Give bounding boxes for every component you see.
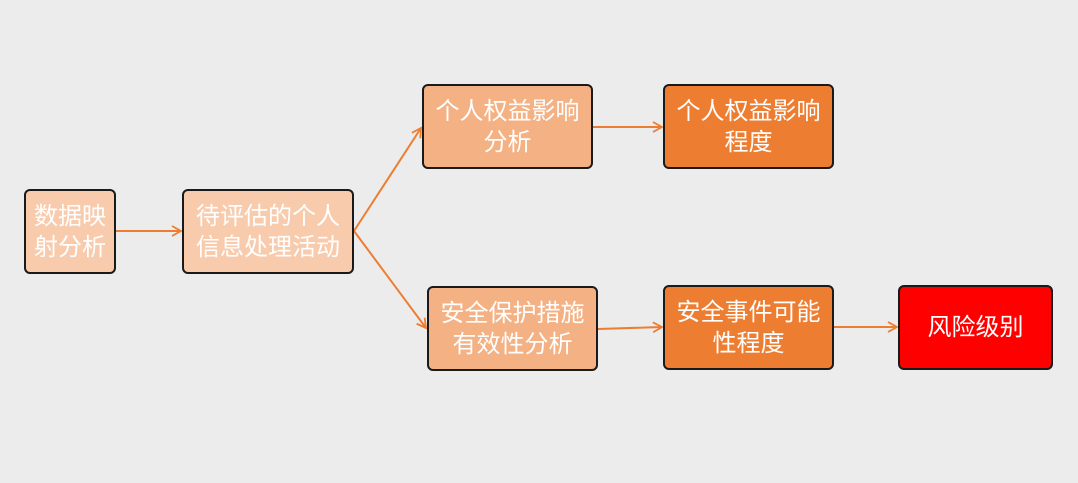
node-risk-level: 风险级别 <box>898 285 1053 370</box>
node-safeguard-line-2: 有效性分析 <box>452 329 573 358</box>
node-pending-activity-line-2: 信息处理活动 <box>196 232 340 261</box>
node-data-mapping-line-2: 射分析 <box>34 232 106 261</box>
node-data-mapping-analysis: 数据映 射分析 <box>24 189 116 274</box>
node-event-line-1: 安全事件可能 <box>676 297 821 326</box>
arrow-safeguard-to-event <box>597 321 664 334</box>
node-data-mapping-line-1: 数据映 <box>34 201 106 230</box>
node-safeguard-effectiveness-analysis: 安全保护措施 有效性分析 <box>427 286 598 371</box>
node-rights-impact-analysis: 个人权益影响 分析 <box>422 84 593 169</box>
node-pending-processing-activity: 待评估的个人 信息处理活动 <box>182 189 354 274</box>
node-rights-analysis-line-1: 个人权益影响 <box>435 96 580 125</box>
node-pending-activity-line-1: 待评估的个人 <box>196 201 340 230</box>
node-rights-impact-degree: 个人权益影响 程度 <box>663 84 834 169</box>
node-event-line-2: 性程度 <box>712 328 785 357</box>
node-risk-level-line-1: 风险级别 <box>927 313 1024 342</box>
arrow-activity-to-rights-analysis <box>353 126 423 232</box>
node-rights-degree-line-2: 程度 <box>724 127 773 156</box>
node-safeguard-line-1: 安全保护措施 <box>440 298 585 327</box>
node-security-event-likelihood: 安全事件可能 性程度 <box>663 285 834 370</box>
node-rights-degree-line-1: 个人权益影响 <box>676 96 821 125</box>
arrow-activity-to-safeguard-analysis <box>353 230 428 330</box>
node-rights-analysis-line-2: 分析 <box>483 127 532 156</box>
